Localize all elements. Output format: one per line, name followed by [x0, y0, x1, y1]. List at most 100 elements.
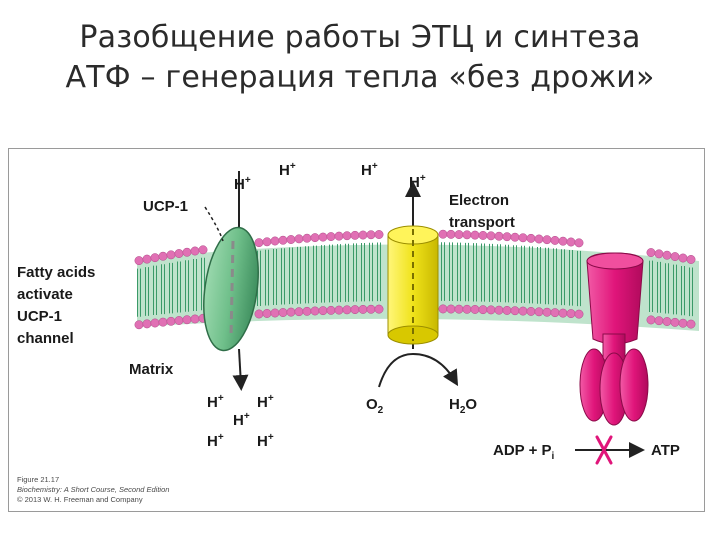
lipid-head: [334, 231, 344, 241]
lipid-head: [366, 230, 376, 240]
lipid-head: [190, 246, 200, 256]
lipid-head: [302, 306, 312, 316]
lipid-head: [270, 236, 280, 246]
lipid-head: [478, 305, 488, 315]
lipid-head: [262, 309, 272, 318]
lipid-head: [174, 316, 184, 325]
lipid-tails: [137, 242, 693, 317]
lipid-head: [678, 253, 688, 263]
electron-label-1: Electron: [449, 192, 509, 209]
matrix-label: Matrix: [129, 361, 174, 378]
lipid-head: [646, 248, 656, 258]
lipid-head: [326, 305, 336, 315]
proton-label: H+: [257, 432, 274, 450]
electron-label-2: transport: [449, 214, 515, 231]
fatty-acids-label-4: channel: [17, 330, 74, 347]
o2-label: O2: [366, 396, 384, 416]
lipid-head: [566, 309, 576, 319]
lipid-head: [142, 254, 152, 264]
lipid-head: [486, 305, 496, 315]
lipid-head: [166, 250, 176, 260]
lipid-head: [462, 230, 472, 240]
lipid-head: [670, 252, 680, 262]
lipid-head: [574, 238, 584, 248]
title-line-1: Разобщение работы ЭТЦ и синтеза: [79, 20, 641, 55]
lipid-head: [254, 309, 264, 319]
lipid-head: [470, 305, 480, 314]
proton-label: H+: [361, 161, 378, 179]
proton-label: H+: [207, 393, 224, 411]
o2-to-h2o-arrow: [378, 352, 459, 388]
lipid-head: [318, 306, 328, 316]
lipid-head: [318, 232, 328, 242]
lipid-head: [286, 235, 296, 244]
lipid-head: [310, 306, 320, 316]
lipid-head: [534, 234, 544, 244]
h2o-label: H2O: [449, 396, 477, 416]
lipid-head: [454, 304, 464, 314]
lipid-heads-outer: [134, 229, 696, 266]
lipid-head: [438, 304, 448, 314]
lipid-head: [158, 317, 168, 327]
atp-label: ATP: [651, 442, 680, 459]
lipid-head: [158, 251, 168, 261]
lipid-head: [350, 305, 360, 315]
lipid-head: [526, 233, 536, 243]
lipid-head: [286, 307, 296, 317]
lipid-head: [550, 235, 560, 245]
adp-label: ADP + Pi: [493, 442, 555, 462]
fatty-acids-label-1: Fatty acids: [17, 264, 95, 281]
ucp1-label: UCP-1: [143, 198, 188, 215]
lipid-head: [502, 305, 512, 315]
proton-label: H+: [409, 173, 426, 191]
lipid-head: [190, 314, 200, 324]
lipid-head: [454, 230, 464, 240]
lipid-head: [150, 253, 160, 263]
lipid-head: [670, 317, 680, 327]
proton-labels: H+H+H+H+H+H+H+H+H+: [207, 161, 426, 450]
lipid-head: [134, 256, 144, 266]
lipid-head: [366, 304, 376, 314]
lipid-head: [182, 247, 192, 257]
lipid-head: [550, 308, 560, 318]
lipid-head: [302, 233, 312, 243]
lipid-head: [510, 306, 520, 316]
lipid-head: [262, 237, 272, 247]
lipid-head: [142, 319, 152, 329]
proton-label: H+: [234, 175, 251, 193]
lipid-head: [686, 255, 696, 264]
lipid-head: [646, 315, 656, 325]
proton-label: H+: [207, 432, 224, 450]
lipid-head: [342, 305, 352, 315]
slide-title: Разобщение работы ЭТЦ и синтеза АТФ – ге…: [0, 18, 720, 98]
lipid-head: [334, 305, 344, 315]
caption-line-1: Figure 21.17: [17, 475, 59, 484]
lipid-head: [494, 305, 504, 315]
ucp1-pore: [229, 240, 235, 340]
lipid-head: [278, 308, 288, 317]
lipid-head: [294, 307, 304, 317]
lipid-head: [310, 233, 320, 243]
lipid-head: [518, 233, 528, 243]
lipid-head: [510, 232, 520, 242]
lipid-head: [374, 230, 384, 239]
lipid-head: [470, 230, 480, 240]
lipid-head: [358, 230, 368, 240]
lipid-heads-inner: [134, 304, 696, 330]
lipid-head: [182, 315, 192, 325]
lipid-head: [446, 304, 456, 314]
lipid-head: [558, 308, 568, 318]
lipid-head: [662, 250, 672, 260]
membrane-figure: UCP-1 Fatty acids activate UCP-1 channel…: [8, 148, 705, 512]
caption-line-3: © 2013 W. H. Freeman and Company: [17, 495, 143, 504]
lipid-head: [654, 316, 664, 326]
lipid-head: [446, 229, 456, 239]
lipid-head: [358, 304, 368, 314]
fatty-acids-label-2: activate: [17, 286, 73, 303]
ucp1-pointer: [204, 206, 224, 242]
ucp1-arrow-bottom: [232, 348, 249, 391]
electron-transport-complex: [378, 181, 459, 388]
lipid-head: [558, 236, 568, 246]
lipid-head: [198, 245, 208, 255]
lipid-head: [566, 237, 576, 247]
